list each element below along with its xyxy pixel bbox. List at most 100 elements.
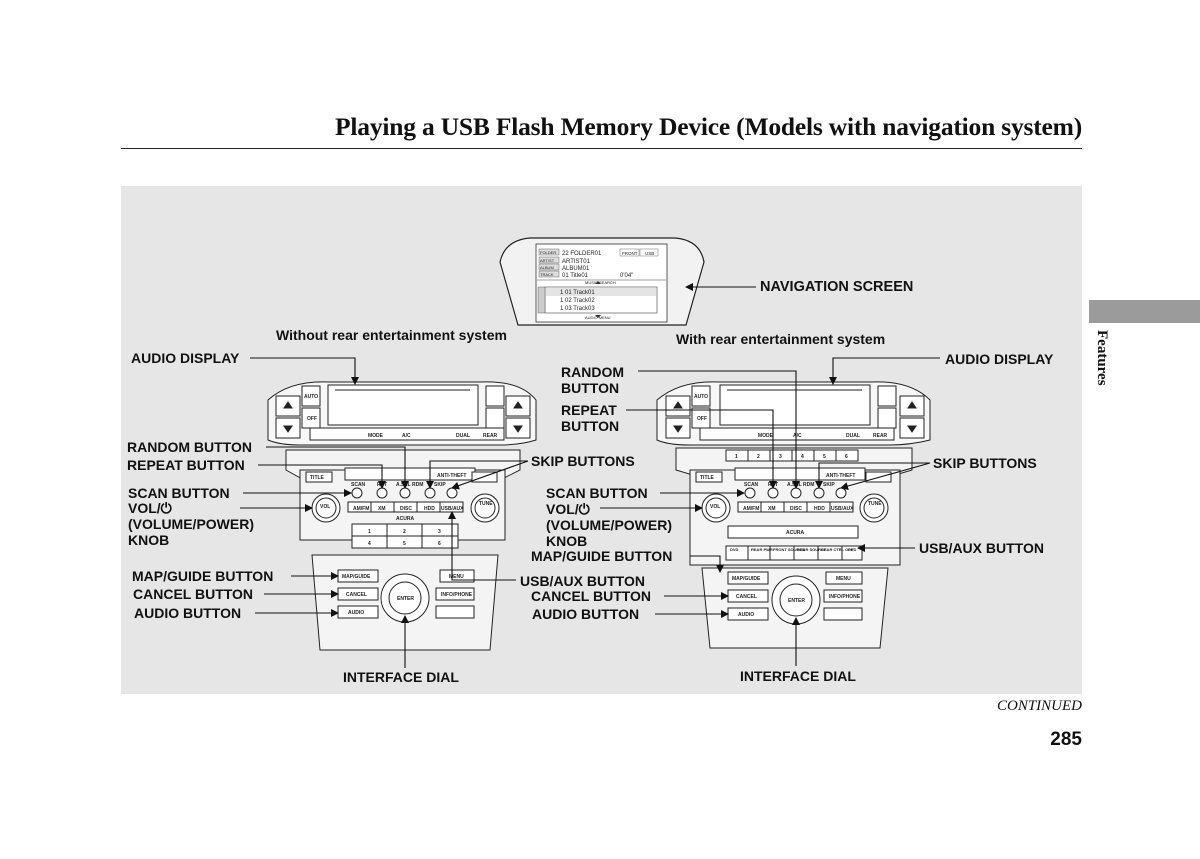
svg-text:1: 1 <box>368 529 371 535</box>
nav-row-album: ALBUM01 <box>562 266 590 272</box>
svg-text:AM/FM: AM/FM <box>353 506 369 512</box>
svg-text:FRONT SOURCE: FRONT SOURCE <box>773 547 805 552</box>
svg-text:DUAL: DUAL <box>456 433 470 439</box>
svg-text:AUTO: AUTO <box>694 394 708 400</box>
heading-with-rear: With rear entertainment system <box>676 331 886 347</box>
svg-text:OFF: OFF <box>697 416 707 422</box>
svg-text:ANTI-THEFT: ANTI-THEFT <box>826 473 855 479</box>
page-number: 285 <box>1050 729 1082 750</box>
svg-text:SKIP: SKIP <box>823 482 835 488</box>
svg-text:DISC: DISC <box>790 506 802 512</box>
nav-row-track: 01 Title01 <box>562 273 589 279</box>
nav-row-artist: ARTIST01 <box>562 259 591 265</box>
nav-time: 0'04" <box>620 273 633 279</box>
right-label-audio-display: AUDIO DISPLAY <box>945 351 1054 367</box>
svg-text:USB/AUX: USB/AUX <box>831 506 854 512</box>
svg-text:ENTER: ENTER <box>397 596 414 602</box>
svg-text:OFF: OFF <box>307 416 317 422</box>
svg-text:REAR: REAR <box>483 433 498 439</box>
svg-text:DVD: DVD <box>848 547 857 552</box>
svg-text:MODE: MODE <box>368 433 384 439</box>
nav-row-folder: 22 FOLDER01 <box>562 251 602 257</box>
svg-text:A/C: A/C <box>402 433 411 439</box>
right-label-random-2: BUTTON <box>561 380 620 396</box>
svg-text:VOL: VOL <box>320 504 330 510</box>
right-console <box>656 381 931 649</box>
nav-usb-badge: USB <box>645 251 654 256</box>
right-label-interface-dial: INTERFACE DIAL <box>740 668 856 684</box>
nav-front-badge: FRONT <box>622 251 638 256</box>
nav-music-search: MUSIC SEARCH <box>585 280 616 285</box>
svg-text:6: 6 <box>438 541 441 547</box>
svg-text:HDD: HDD <box>814 506 825 512</box>
svg-text:DVD: DVD <box>730 547 739 552</box>
svg-text:AUDIO: AUDIO <box>348 610 364 616</box>
leader-lines <box>240 283 940 668</box>
left-label-interface-dial: INTERFACE DIAL <box>343 669 459 685</box>
right-label-audio: AUDIO BUTTON <box>532 606 640 622</box>
left-console-text: AUTO OFF MODE A/C DUAL REAR TITLE ANTI-T… <box>304 394 498 616</box>
left-label-cancel: CANCEL BUTTON <box>133 586 254 602</box>
svg-text:5: 5 <box>823 454 826 460</box>
svg-text:AUDIO: AUDIO <box>738 612 754 618</box>
label-navigation-screen: NAVIGATION SCREEN <box>760 279 914 295</box>
svg-text:REAR PWR: REAR PWR <box>751 547 773 552</box>
right-label-repeat-1: REPEAT <box>561 402 617 418</box>
right-label-usb-aux: USB/AUX BUTTON <box>919 540 1044 556</box>
svg-text:XM: XM <box>378 506 386 512</box>
left-label-audio-display: AUDIO DISPLAY <box>131 350 240 366</box>
svg-text:TITLE: TITLE <box>310 475 325 481</box>
svg-text:INFO/PHONE: INFO/PHONE <box>441 592 473 598</box>
left-label-vol-line1: VOL/⏻ <box>128 500 172 516</box>
svg-text:6: 6 <box>845 454 848 460</box>
left-label-skip-buttons: SKIP BUTTONS <box>531 453 635 469</box>
left-label-map-guide: MAP/GUIDE BUTTON <box>132 568 274 584</box>
svg-text:4: 4 <box>801 454 804 460</box>
nav-track-2: 1 02 Track02 <box>560 298 595 304</box>
svg-text:MENU: MENU <box>449 574 464 580</box>
svg-text:ACURA: ACURA <box>786 530 804 536</box>
svg-text:DUAL: DUAL <box>846 433 860 439</box>
svg-text:SCAN: SCAN <box>351 482 366 488</box>
svg-text:SCAN: SCAN <box>744 482 759 488</box>
left-label-scan-button: SCAN BUTTON <box>128 485 230 501</box>
svg-text:MAP/GUIDE: MAP/GUIDE <box>342 574 371 580</box>
heading-without-rear: Without rear entertainment system <box>276 327 507 343</box>
svg-text:3: 3 <box>779 454 782 460</box>
left-label-vol-line2: (VOLUME/POWER) <box>128 516 254 532</box>
right-label-repeat-2: BUTTON <box>561 418 620 434</box>
svg-text:DISC: DISC <box>400 506 412 512</box>
right-label-vol-line2: (VOLUME/POWER) <box>546 517 672 533</box>
right-label-vol-line1: VOL/⏻ <box>546 501 590 517</box>
svg-text:1: 1 <box>735 454 738 460</box>
page-title: Playing a USB Flash Memory Device (Model… <box>335 112 1082 141</box>
svg-text:CANCEL: CANCEL <box>736 594 757 600</box>
svg-text:2: 2 <box>757 454 760 460</box>
svg-text:2: 2 <box>403 529 406 535</box>
left-label-repeat-button: REPEAT BUTTON <box>127 457 245 473</box>
right-label-map-guide: MAP/GUIDE BUTTON <box>531 548 673 564</box>
section-tab-marker <box>1089 300 1200 323</box>
right-label-skip-buttons: SKIP BUTTONS <box>933 455 1037 471</box>
svg-text:REAR: REAR <box>873 433 888 439</box>
svg-text:MAP/GUIDE: MAP/GUIDE <box>732 576 761 582</box>
svg-text:5: 5 <box>403 541 406 547</box>
continued-note: CONTINUED <box>996 698 1082 714</box>
nav-tag-artist: ARTIST <box>540 258 555 263</box>
svg-text:MENU: MENU <box>836 576 851 582</box>
svg-text:SKIP: SKIP <box>434 482 446 488</box>
title-rule <box>121 148 1082 149</box>
left-label-audio: AUDIO BUTTON <box>134 605 242 621</box>
nav-tag-track: TRACK <box>540 272 554 277</box>
svg-text:MODE: MODE <box>758 433 774 439</box>
left-label-random-button: RANDOM BUTTON <box>127 439 252 455</box>
svg-text:AM/FM: AM/FM <box>743 506 759 512</box>
left-label-usb-aux: USB/AUX BUTTON <box>520 573 645 589</box>
navigation-screen: FOLDER 22 FOLDER01 ARTIST ARTIST01 ALBUM… <box>499 237 705 326</box>
svg-text:4: 4 <box>368 541 371 547</box>
nav-tag-folder: FOLDER <box>540 250 556 255</box>
svg-text:REAR SOURCE: REAR SOURCE <box>797 547 827 552</box>
svg-text:3: 3 <box>438 529 441 535</box>
nav-tag-album: ALBUM <box>540 265 554 270</box>
